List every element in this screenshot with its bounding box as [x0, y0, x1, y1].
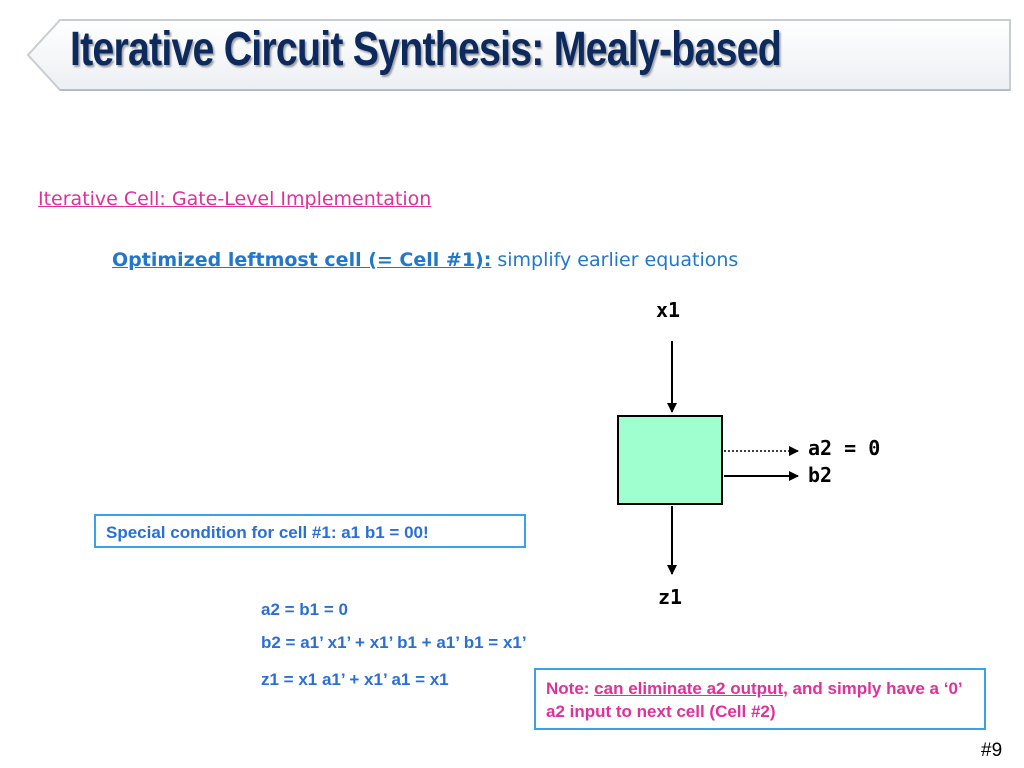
slide-title: Iterative Circuit Synthesis: Mealy-based	[70, 23, 782, 76]
equation-a2: a2 = b1 = 0	[261, 600, 348, 619]
iterative-cell-box	[617, 415, 723, 505]
input-label-x1: x1	[656, 298, 681, 322]
note-underlined: can eliminate a2 output	[594, 679, 784, 698]
subtitle-line: Optimized leftmost cell (= Cell #1): sim…	[112, 249, 738, 271]
output-label-a2: a2 = 0	[808, 436, 881, 460]
page-number: #9	[981, 740, 1003, 761]
output-label-z1: z1	[658, 585, 683, 609]
output-label-b2: b2	[808, 463, 833, 487]
note-box: Note: can eliminate a2 output, and simpl…	[534, 668, 986, 730]
equation-z1: z1 = x1 a1’ + x1’ a1 = x1	[261, 670, 449, 689]
note-prefix: Note:	[546, 679, 595, 698]
note-rest: , and simply have a ‘0’ a2 input to next…	[546, 679, 962, 721]
title-banner	[26, 19, 1011, 91]
special-condition-box: Special condition for cell #1: a1 b1 = 0…	[94, 514, 526, 548]
equation-b2: b2 = a1’ x1’ + x1’ b1 + a1’ b1 = x1’	[261, 633, 527, 652]
subtitle-bold: Optimized leftmost cell (= Cell #1):	[112, 249, 492, 271]
section-heading: Iterative Cell: Gate-Level Implementatio…	[38, 188, 432, 210]
subtitle-rest: simplify earlier equations	[491, 249, 739, 271]
